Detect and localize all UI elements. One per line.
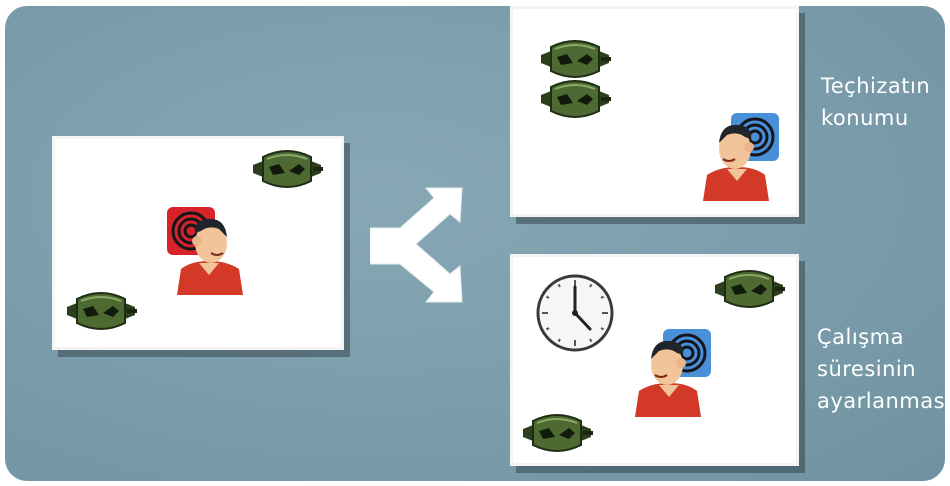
label-line: süresinin xyxy=(817,353,945,385)
calm-worker-icon xyxy=(697,109,781,201)
label-equipment-position: Teçhizatın konumu xyxy=(821,70,930,134)
panel-equipment-position xyxy=(510,6,799,217)
label-work-time-adjustment: Çalışma süresinin ayarlanması xyxy=(817,321,945,417)
stressed-worker-icon xyxy=(165,203,249,295)
machine-icon xyxy=(63,289,139,333)
machine-icon xyxy=(537,37,613,81)
machine-icon xyxy=(249,147,325,191)
panel-current-situation xyxy=(52,136,344,350)
machine-icon xyxy=(711,267,787,311)
label-line: ayarlanması xyxy=(817,385,945,417)
machine-icon xyxy=(519,411,595,455)
clock-icon xyxy=(535,273,615,353)
machine-icon xyxy=(537,77,613,121)
diagram-background: Teçhizatın konumu Çalışma süresinin ayar… xyxy=(5,6,945,481)
label-line: Teçhizatın xyxy=(821,70,930,102)
label-line: Çalışma xyxy=(817,321,945,353)
split-arrow-icon xyxy=(370,184,470,308)
calm-worker-icon xyxy=(629,325,713,417)
label-line: konumu xyxy=(821,102,930,134)
panel-work-time-adjustment xyxy=(510,254,799,466)
